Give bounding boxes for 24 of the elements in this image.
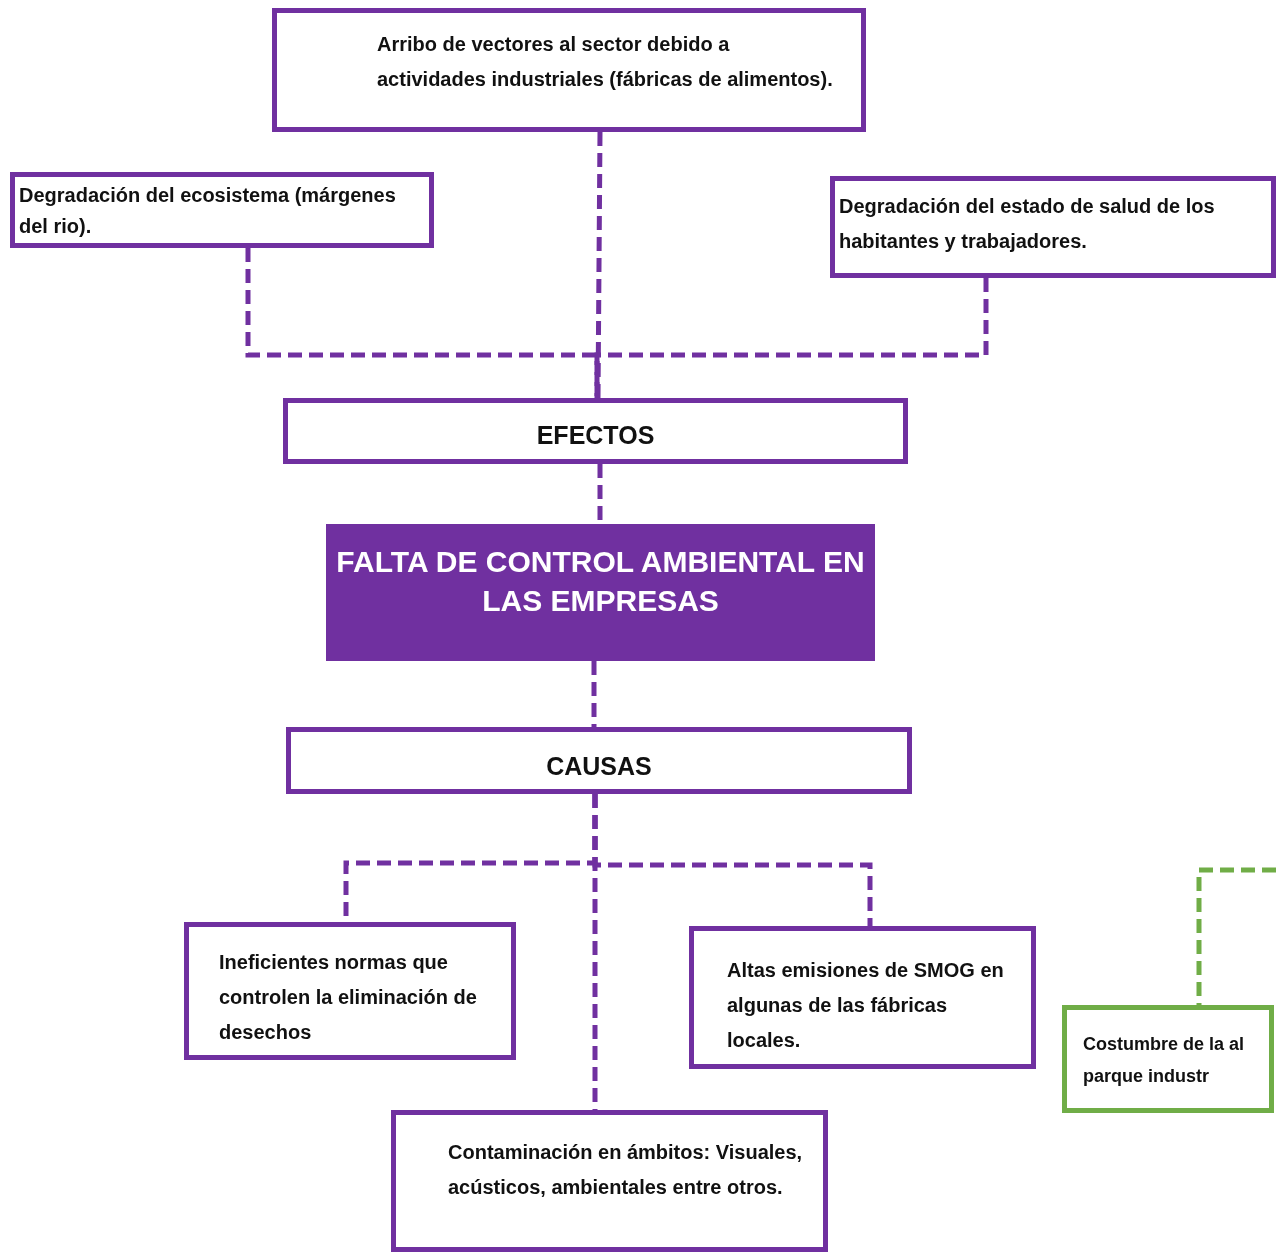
box-label: CAUSAS (545, 752, 653, 780)
text-box (272, 8, 866, 132)
text-box (830, 176, 1276, 278)
connector-line (1196, 867, 1276, 1005)
box-label: Arribo de vectores al sector debido a actividades industriales (fábricas de alimentos). (377, 32, 834, 92)
text-box (184, 922, 516, 1060)
box-label: Contaminación en ámbitos: Visuales, acústicos, ambientales entre otros. (448, 1140, 803, 1200)
box-label: Degradación del ecosistema (márgenes del rio). (19, 183, 397, 239)
text-box (689, 926, 1036, 1069)
text-box (1062, 1005, 1274, 1113)
box-label: Costumbre de la al parque industr (1083, 1033, 1246, 1088)
box-label: Degradación del estado de salud de los habitantes y trabajadores. (839, 194, 1216, 254)
box-label: FALTA DE CONTROL AMBIENTAL EN LAS EMPRESAS (336, 544, 865, 619)
text-box (391, 1110, 828, 1252)
text-box (10, 172, 434, 248)
box-label: EFECTOS (535, 421, 656, 449)
box-label: Ineficientes normas que controlen la eliminación de desechos (219, 950, 478, 1045)
heading-box (286, 727, 912, 794)
connector-line (595, 132, 603, 398)
heading-box (283, 398, 908, 464)
connector-line (591, 661, 597, 727)
central-problem-box (326, 524, 875, 661)
connector-line (594, 278, 989, 398)
box-label: Altas emisiones de SMOG en algunas de las fábricas locales. (727, 958, 1005, 1053)
